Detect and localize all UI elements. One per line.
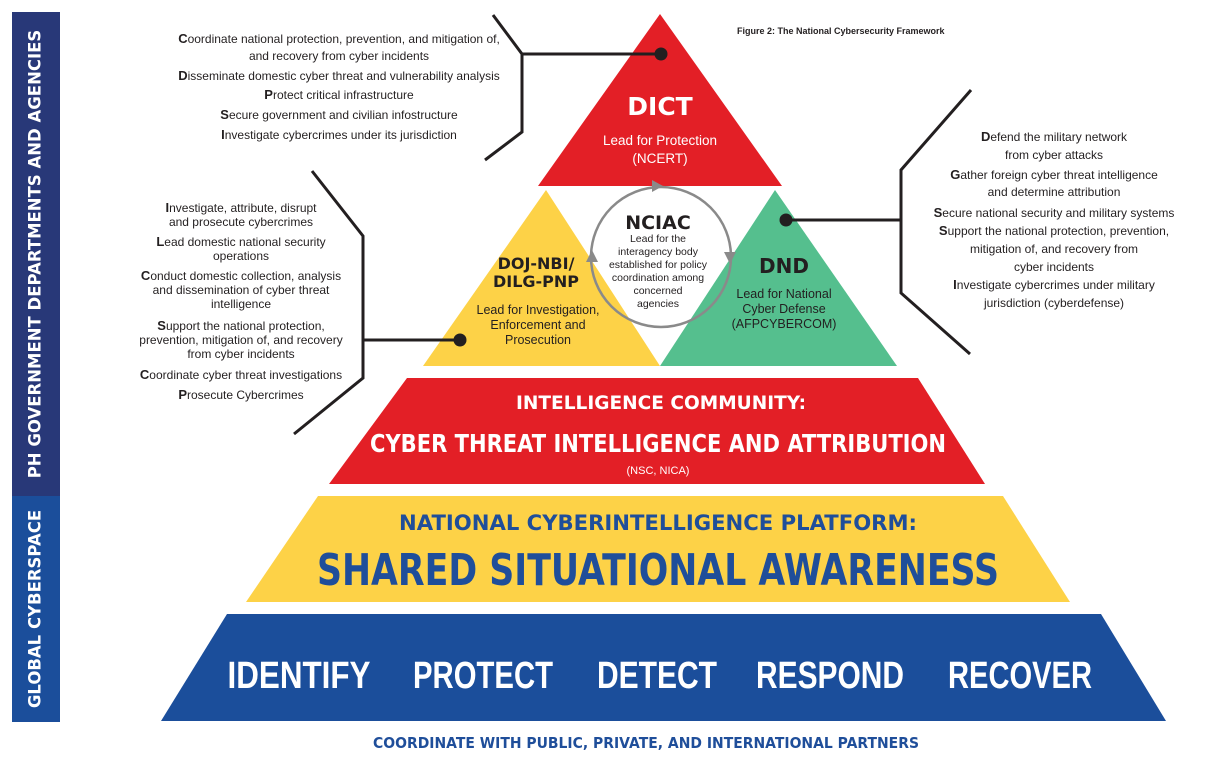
dnd-line: Lead for National (736, 287, 831, 301)
doj-bullet: Conduct domestic collection, analysis (141, 268, 341, 283)
dnd-line: Cyber Defense (742, 302, 825, 316)
doj-description: Lead for Investigation, Enforcement and … (477, 303, 600, 347)
dnd-title: DND (759, 254, 809, 278)
doj-bullet: and prosecute cybercrimes (169, 215, 313, 229)
function-detect: DETECT (597, 655, 717, 697)
nciac-line: concerned (633, 285, 682, 297)
footer-coordinate: COORDINATE WITH PUBLIC, PRIVATE, AND INT… (373, 734, 919, 752)
doj-bullet: and dissemination of cyber threat (153, 283, 330, 297)
dnd-connector-dot (779, 213, 793, 227)
function-recover: RECOVER (948, 655, 1092, 697)
dict-connector-dot (654, 47, 668, 61)
function-identify: IDENTIFY (228, 655, 371, 697)
platform-title: SHARED SITUATIONAL AWARENESS (317, 545, 999, 596)
dict-bullet: Protect critical infrastructure (264, 87, 414, 102)
cycle-arrow-top-icon (652, 180, 663, 192)
doj-bullet: Coordinate cyber threat investigations (140, 367, 342, 382)
dnd-bullet: Defend the military network (981, 129, 1128, 144)
nciac-description: Lead for the interagency body establishe… (609, 233, 708, 310)
tier-intelligence (329, 378, 985, 484)
dnd-line: (AFPCYBERCOM) (732, 317, 837, 331)
cycle-arrow-right-icon (724, 252, 736, 264)
doj-connector-dot (453, 333, 467, 347)
doj-title-2: DILG-PNP (493, 272, 579, 291)
dnd-bullet: cyber incidents (1014, 260, 1094, 274)
intel-agencies: (NSC, NICA) (627, 465, 690, 477)
dict-subtitle-2: (NCERT) (632, 151, 687, 166)
dict-subtitle-1: Lead for Protection (603, 133, 717, 148)
intel-heading: INTELLIGENCE COMMUNITY: (516, 392, 806, 414)
dict-bullet: Disseminate domestic cyber threat and vu… (178, 68, 500, 83)
side-label-global: GLOBAL CYBERSPACE (26, 510, 45, 708)
dict-connector (484, 14, 660, 162)
platform-heading: NATIONAL CYBERINTELLIGENCE PLATFORM: (399, 511, 917, 535)
function-protect: PROTECT (413, 655, 553, 697)
nciac-line: agencies (637, 298, 679, 310)
dnd-bullet: and determine attribution (988, 185, 1121, 199)
function-respond: RESPOND (756, 655, 904, 697)
doj-bullet: prevention, mitigation of, and recovery (139, 333, 342, 347)
dnd-bullet: Gather foreign cyber threat intelligence (950, 167, 1158, 182)
doj-bullet: Lead domestic national security (156, 234, 325, 249)
tier-functions (161, 614, 1166, 721)
doj-connector (293, 170, 460, 436)
dnd-bullet: Investigate cybercrimes under military (953, 277, 1155, 292)
nciac-line: interagency body (618, 246, 699, 258)
dnd-bullet: from cyber attacks (1005, 148, 1103, 162)
doj-bullet: intelligence (211, 297, 271, 311)
dnd-bullet: Support the national protection, prevent… (939, 223, 1169, 238)
dnd-bullets: Defend the military network from cyber a… (934, 129, 1175, 310)
doj-title-1: DOJ-NBI/ (498, 254, 575, 273)
dnd-description: Lead for National Cyber Defense (AFPCYBE… (732, 287, 837, 331)
doj-bullets: Investigate, attribute, disrupt and pros… (139, 200, 342, 402)
doj-line: Prosecution (505, 333, 571, 347)
function-labels: IDENTIFY PROTECT DETECT RESPOND RECOVER (228, 655, 1093, 697)
nciac-line: coordination among (612, 272, 704, 284)
doj-bullet: Investigate, attribute, disrupt (165, 200, 317, 215)
doj-bullet: operations (213, 249, 269, 263)
triangle-doj (423, 190, 660, 366)
triangle-dnd (660, 190, 897, 366)
doj-bullet: Prosecute Cybercrimes (178, 387, 303, 402)
dict-bullet: Investigate cybercrimes under its jurisd… (221, 127, 457, 142)
dnd-connector (786, 89, 973, 356)
dict-bullets: Coordinate national protection, preventi… (178, 31, 500, 142)
side-bar-global (12, 496, 60, 722)
dict-title: DICT (627, 92, 692, 121)
dict-bullet: and recovery from cyber incidents (249, 49, 429, 63)
nciac-title: NCIAC (625, 212, 691, 234)
doj-line: Lead for Investigation, (477, 303, 600, 317)
intel-title: CYBER THREAT INTELLIGENCE AND ATTRIBUTIO… (370, 429, 946, 458)
triangle-dict (538, 14, 782, 186)
doj-bullet: from cyber incidents (187, 347, 294, 361)
side-label-government: PH GOVERNMENT DEPARTMENTS AND AGENCIES (26, 30, 45, 479)
tier-platform (246, 496, 1070, 602)
nciac-line: Lead for the (630, 233, 686, 245)
nciac-line: established for policy (609, 259, 708, 271)
figure-caption: Figure 2: The National Cybersecurity Fra… (737, 26, 946, 36)
dict-bullet: Coordinate national protection, preventi… (178, 31, 500, 46)
dnd-bullet: mitigation of, and recovery from (970, 242, 1138, 256)
doj-line: Enforcement and (490, 318, 585, 332)
dnd-bullet: Secure national security and military sy… (934, 205, 1175, 220)
dnd-bullet: jurisdiction (cyberdefense) (983, 296, 1124, 310)
cycle-arrow-left-icon (586, 250, 598, 262)
doj-bullet: Support the national protection, (157, 318, 324, 333)
side-bar-government (12, 12, 60, 496)
dict-bullet: Secure government and civilian infostruc… (220, 107, 458, 122)
